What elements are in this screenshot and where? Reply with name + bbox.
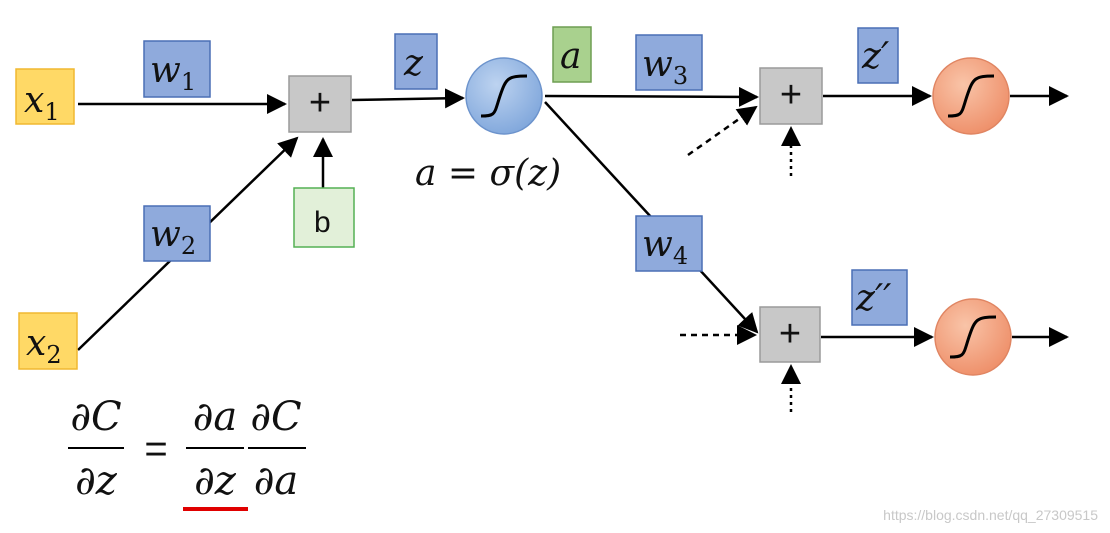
label-a: a — [552, 26, 592, 83]
weight-w2: w2 — [143, 205, 211, 262]
input-x2: x2 — [18, 312, 78, 370]
label-z-prime: z′ — [857, 27, 899, 84]
sigmoid-curve-icon — [949, 315, 997, 359]
sum-node-top: + — [759, 67, 823, 125]
weight-w4: w4 — [635, 215, 703, 272]
watermark: https://blog.csdn.net/qq_27309515 — [883, 507, 1098, 523]
svg-text:+: + — [780, 74, 802, 116]
svg-text:a: a — [560, 36, 581, 77]
edge-dashed-top — [687, 105, 758, 157]
svg-text:∂a: ∂a — [254, 458, 299, 504]
sum-node-bottom: + — [759, 306, 821, 363]
svg-text:z′: z′ — [861, 36, 889, 77]
sigmoid-node-orange-top — [932, 57, 1010, 135]
svg-text:w4: w4 — [642, 224, 688, 270]
bias-b: b — [293, 187, 355, 248]
svg-text:∂C: ∂C — [250, 394, 301, 440]
svg-text:x2: x2 — [26, 323, 62, 369]
sigmoid-node-blue — [465, 57, 543, 135]
label-z: z — [394, 33, 438, 90]
sum-node-1: + — [288, 75, 352, 133]
svg-text:+: + — [309, 82, 331, 124]
sigmoid-node-orange-bottom — [934, 298, 1012, 376]
weight-w1: w1 — [143, 40, 211, 98]
sigmoid-curve-icon — [947, 74, 995, 118]
svg-text:x1: x1 — [24, 80, 60, 126]
svg-text:∂C: ∂C — [70, 394, 121, 440]
edge-sum-sigmoid — [351, 88, 465, 109]
edge-a-w3 — [544, 86, 759, 107]
svg-text:w3: w3 — [642, 44, 688, 90]
svg-text:+: + — [779, 313, 801, 355]
svg-text:w1: w1 — [150, 50, 196, 96]
svg-text:∂z: ∂z — [194, 458, 237, 504]
svg-text:z: z — [403, 43, 424, 84]
activation-equation: a = σ(z) — [415, 153, 561, 194]
input-x1: x1 — [15, 68, 75, 126]
svg-text:=: = — [144, 427, 167, 471]
svg-text:∂z: ∂z — [75, 458, 118, 504]
svg-text:∂a: ∂a — [193, 394, 238, 440]
svg-text:z′′: z′′ — [855, 278, 891, 319]
sigmoid-curve-icon — [480, 74, 528, 118]
weight-w3: w3 — [635, 34, 703, 91]
chain-rule-equation: ∂C ∂z = ∂a ∂z ∂C ∂a — [68, 394, 306, 511]
svg-text:w2: w2 — [150, 214, 196, 260]
label-z-double-prime: z′′ — [851, 269, 908, 326]
svg-text:b: b — [314, 206, 331, 239]
